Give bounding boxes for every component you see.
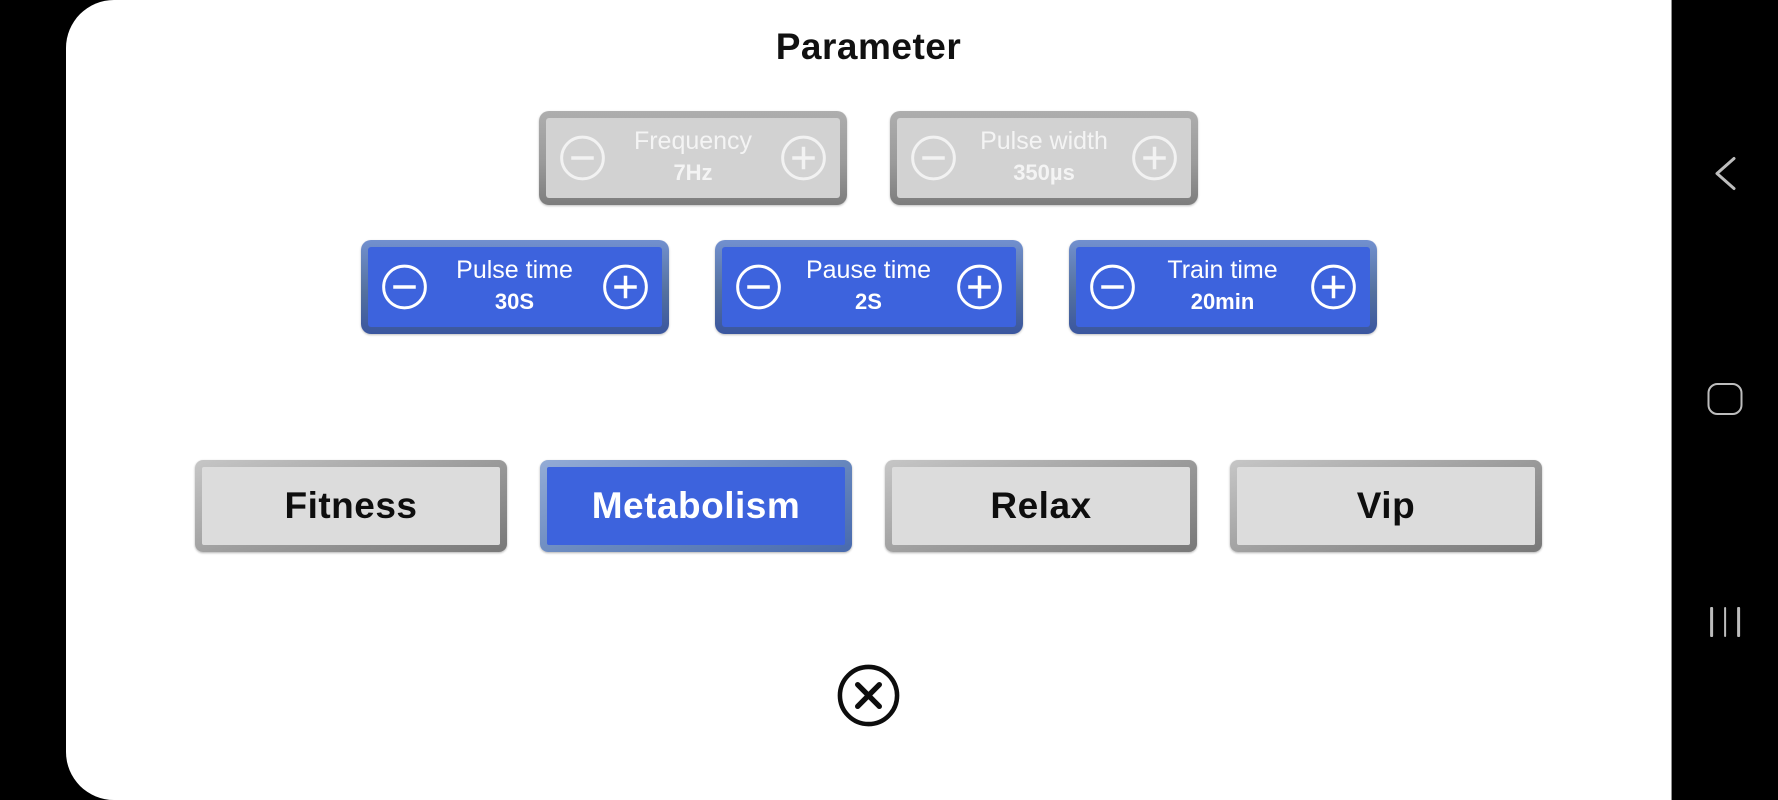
mode-button-relax[interactable]: Relax	[885, 460, 1197, 552]
mode-label: Relax	[892, 467, 1190, 545]
nav-home-button[interactable]	[1694, 369, 1757, 429]
increase-button[interactable]	[780, 135, 827, 182]
parameter-panel-frequency: Frequency 7Hz	[539, 111, 847, 205]
plus-icon	[956, 264, 1002, 310]
minus-icon	[911, 135, 956, 181]
decrease-button[interactable]	[559, 135, 606, 182]
decrease-button[interactable]	[910, 135, 957, 182]
mode-button-metabolism[interactable]: Metabolism	[540, 460, 852, 552]
active-parameter-row: Pulse time 30S Pause time 2S	[66, 240, 1671, 334]
close-button[interactable]	[835, 661, 903, 729]
increase-button[interactable]	[956, 264, 1003, 311]
plus-icon	[1310, 264, 1356, 310]
back-chevron-icon	[1715, 157, 1736, 190]
increase-button[interactable]	[602, 264, 649, 311]
page-title: Parameter	[775, 26, 962, 67]
minus-icon	[1089, 264, 1135, 310]
home-icon	[1707, 383, 1743, 415]
parameter-label: Frequency	[633, 127, 753, 155]
parameter-panel-train-time: Train time 20min	[1068, 240, 1377, 334]
plus-icon	[602, 264, 648, 310]
decrease-button[interactable]	[381, 264, 428, 311]
mode-button-row: Fitness Metabolism Relax Vip	[66, 460, 1671, 552]
parameter-value: 30S	[494, 289, 535, 314]
plus-icon	[781, 135, 826, 181]
increase-button[interactable]	[1131, 135, 1178, 182]
disabled-parameter-row: Frequency 7Hz Pulse width 350µs	[66, 111, 1671, 205]
parameter-value: 2S	[855, 289, 882, 314]
mode-button-fitness[interactable]: Fitness	[195, 460, 507, 552]
parameter-panel-pulse-width: Pulse width 350µs	[890, 111, 1198, 205]
minus-icon	[560, 135, 605, 181]
minus-icon	[735, 264, 781, 310]
parameter-label: Train time	[1167, 256, 1278, 284]
recents-icon	[1710, 607, 1740, 637]
plus-icon	[1132, 135, 1177, 181]
mode-button-vip[interactable]: Vip	[1230, 460, 1542, 552]
increase-button[interactable]	[1310, 264, 1357, 311]
decrease-button[interactable]	[735, 264, 782, 311]
close-icon	[837, 664, 899, 726]
nav-back-button[interactable]	[1699, 142, 1751, 209]
android-navigation-bar	[1671, 0, 1778, 800]
parameter-label: Pulse width	[980, 127, 1108, 155]
mode-label: Metabolism	[547, 467, 845, 545]
parameter-value: 350µs	[1013, 160, 1075, 185]
decrease-button[interactable]	[1089, 264, 1136, 311]
parameter-value: 20min	[1190, 289, 1255, 314]
nav-recents-button[interactable]	[1696, 593, 1754, 651]
mode-label: Fitness	[202, 467, 500, 545]
parameter-value: 7Hz	[673, 160, 713, 185]
parameter-label: Pulse time	[456, 256, 573, 284]
mode-label: Vip	[1237, 467, 1535, 545]
minus-icon	[381, 264, 427, 310]
parameter-label: Pause time	[805, 256, 932, 284]
parameter-panel-pulse-time: Pulse time 30S	[360, 240, 669, 334]
app-content: Parameter Frequency 7Hz Pulse width 350	[66, 0, 1671, 800]
parameter-panel-pause-time: Pause time 2S	[714, 240, 1023, 334]
